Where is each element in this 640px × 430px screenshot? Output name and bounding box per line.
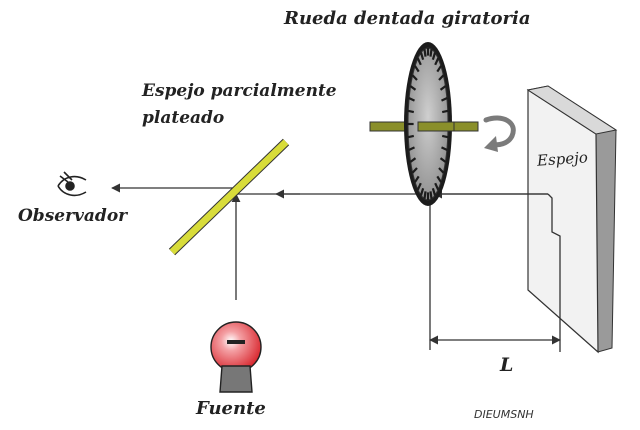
eye-icon — [57, 171, 87, 197]
wheel-tooth — [434, 182, 440, 191]
partial-mirror — [168, 138, 290, 256]
wheel-tooth — [408, 146, 415, 152]
distance-label: L — [500, 354, 514, 376]
wheel-tooth — [419, 187, 425, 196]
wheel-label: Rueda dentada giratoria — [284, 8, 531, 29]
wheel-tooth — [436, 175, 443, 183]
wheel-tooth — [436, 65, 443, 73]
wheel-tooth — [407, 109, 415, 114]
wheel-tooth — [413, 175, 420, 183]
far-mirror-ray-detail — [547, 193, 561, 268]
wheel-tooth — [423, 191, 427, 199]
wheel-tooth — [441, 134, 449, 139]
source-label: Fuente — [196, 398, 266, 419]
wheel-tooth — [438, 167, 445, 174]
partial-mirror-label-line1: Espejo parcialmente — [142, 81, 337, 101]
wheel-tooth — [411, 74, 418, 81]
partial-mirror-label-line2: plateado — [142, 108, 225, 128]
wheel-tooth — [416, 182, 422, 191]
wheel-tooth — [423, 49, 427, 57]
wheel-tooth — [441, 109, 449, 114]
wheel-tooth — [431, 187, 437, 196]
wheel-tooth — [419, 52, 425, 61]
wheel-tooth — [439, 85, 447, 91]
wheel-tooth — [438, 74, 445, 81]
wheel-tooth — [434, 57, 440, 66]
far-mirror — [526, 85, 618, 354]
wheel-tooth — [429, 49, 433, 57]
wheel-tooth — [407, 134, 415, 139]
partial-mirror-label: Espejo parcialmente plateado — [142, 78, 337, 132]
lamp-icon — [210, 321, 262, 393]
observer-label: Observador — [18, 206, 128, 226]
toothed-wheel — [404, 42, 455, 206]
credit-label: DIEUMSNH — [474, 408, 534, 421]
wheel-tooth — [416, 57, 422, 66]
wheel-tooth — [408, 96, 415, 102]
wheel-tooth — [429, 191, 433, 199]
mirror-label: Espejo — [536, 148, 589, 170]
wheel-tooth — [441, 96, 448, 102]
wheel-tooth — [439, 157, 447, 163]
wheel-tooth — [409, 85, 417, 91]
wheel-tooth — [431, 52, 437, 61]
wheel-tooth — [441, 146, 448, 152]
curved-arrow-icon — [483, 115, 516, 152]
wheel-tooth — [413, 65, 420, 73]
wheel-tooth — [409, 157, 417, 163]
wheel-tooth — [411, 167, 418, 174]
light-paths — [111, 183, 561, 352]
